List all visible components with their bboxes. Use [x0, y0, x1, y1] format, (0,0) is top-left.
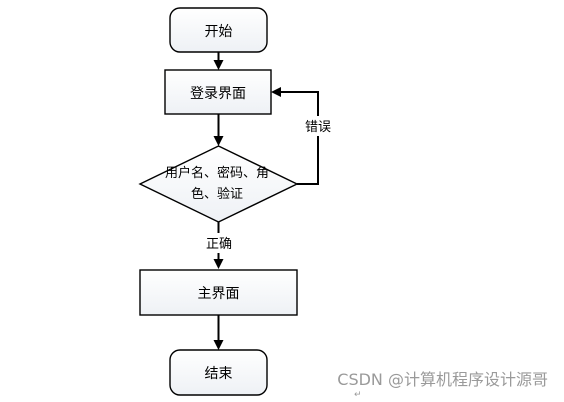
- end-node: 结束: [169, 349, 268, 396]
- main-label: 主界面: [198, 286, 240, 302]
- login-label: 登录界面: [190, 86, 246, 102]
- csdn-watermark: CSDN @计算机程序设计源哥: [337, 370, 548, 389]
- correct-label: 正确: [206, 237, 232, 252]
- error-label: 错误: [305, 120, 331, 135]
- login-node: 登录界面: [164, 69, 272, 115]
- start-label: 开始: [205, 24, 233, 40]
- verify-label-line1: 用户名、密码、角: [165, 165, 269, 181]
- arrow-error-loop: [271, 87, 319, 185]
- end-label: 结束: [205, 366, 233, 382]
- return-mark: ↵: [354, 390, 362, 400]
- main-node: 主界面: [139, 269, 298, 316]
- verify-decision: 用户名、密码、角 色、验证: [138, 145, 299, 223]
- correct-label-bg: [202, 233, 236, 253]
- start-node: 开始: [169, 7, 268, 53]
- error-label-bg: [302, 116, 336, 136]
- verify-label-line2: 色、验证: [191, 186, 243, 202]
